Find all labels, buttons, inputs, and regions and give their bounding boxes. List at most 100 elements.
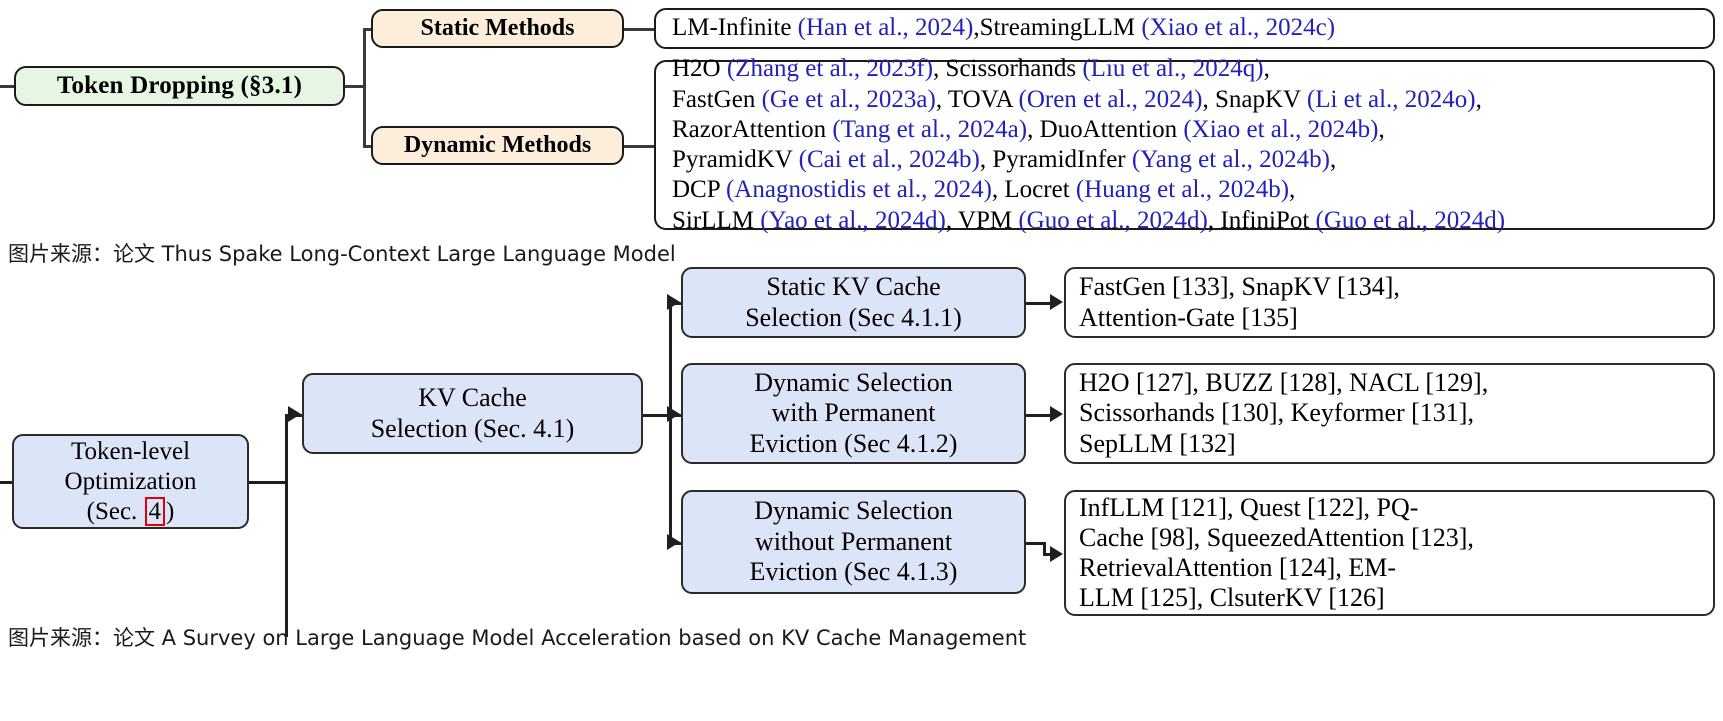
highlighted-section-number: 4 <box>144 496 166 526</box>
arrow-static-kv-refs <box>1050 294 1063 310</box>
method-name: H2O <box>672 55 727 83</box>
reference-box-static-kv-cache-selection: FastGen [133], SnapKV [134],Attention-Ga… <box>1064 267 1715 338</box>
reference-box-dynamic-without-permanent-eviction: InfLLM [121], Quest [122], PQ-Cache [98]… <box>1064 490 1715 616</box>
method-name: , VPM <box>945 206 1019 234</box>
node-root-sec-suffix: ) <box>166 497 175 525</box>
method-name: PyramidKV <box>672 146 799 173</box>
node-static-methods[interactable]: Static Methods <box>371 9 624 48</box>
arrow-to-static-kv <box>667 294 680 310</box>
method-name: , DuoAttention <box>1027 115 1184 143</box>
connector-dynamic-without-to-refs-h1 <box>1026 542 1046 545</box>
connector-dynamic-without-to-refs-v <box>1043 542 1046 556</box>
node-token-dropping-label: Token Dropping (§3.1) <box>56 72 303 99</box>
method-name: , PyramidInfer <box>979 146 1132 173</box>
node-root-line-3: (Sec. 4) <box>86 496 175 527</box>
citation-reference: (Guo et al., 2024d) <box>1018 206 1208 234</box>
citation-reference: (Yao et al., 2024d) <box>760 206 946 234</box>
method-name: SirLLM <box>672 206 761 234</box>
connector-vertical-bus-top <box>363 28 366 148</box>
branch-2-title-line-3: Eviction (Sec 4.1.3) <box>749 557 958 587</box>
method-name: RazorAttention <box>672 115 833 143</box>
dynamic-citation-line-5: DCP (Anagnostidis et al., 2024), Locret … <box>672 175 1295 205</box>
method-name: , <box>1378 115 1385 143</box>
node-static-methods-label: Static Methods <box>420 15 575 41</box>
branch-1-title-line-2: with Permanent <box>771 398 936 428</box>
citation-reference: (Yang et al., 2024b) <box>1131 146 1331 173</box>
connector-root-to-bus-bottom <box>249 481 287 484</box>
citation-reference: (Huang et al., 2024b) <box>1075 176 1290 204</box>
node-token-level-optimization[interactable]: Token-level Optimization (Sec. 4) <box>12 434 249 529</box>
branch-1-title-line-1: Dynamic Selection <box>754 367 953 397</box>
arrow-dynamic-without-refs <box>1050 546 1063 562</box>
arrow-to-dynamic-without <box>667 534 680 550</box>
method-name: ,StreamingLLM <box>973 14 1142 42</box>
method-name: , <box>1289 176 1296 204</box>
citation-reference: (Li et al., 2024o) <box>1306 85 1476 113</box>
method-name: DCP <box>672 176 726 204</box>
branch-1-title-line-3: Eviction (Sec 4.1.2) <box>749 428 958 458</box>
method-name: , Locret <box>991 176 1076 204</box>
method-name: LM-Infinite <box>672 14 798 42</box>
reference-2-line-2: Cache [98], SqueezedAttention [123], <box>1079 522 1474 552</box>
connector-root-left-stub <box>0 85 14 88</box>
method-name: , TOVA <box>935 85 1019 113</box>
reference-1-line-1: H2O [127], BUZZ [128], NACL [129], <box>1079 368 1489 398</box>
citation-reference: (Xiao et al., 2024c) <box>1141 14 1336 42</box>
static-citation-line-1: LM-Infinite (Han et al., 2024),Streaming… <box>672 13 1335 43</box>
reference-0-line-2: Attention-Gate [135] <box>1079 302 1298 332</box>
citation-box-dynamic-methods: H2O (Zhang et al., 2023f), Scissorhands … <box>654 55 1715 234</box>
branch-2-title-line-1: Dynamic Selection <box>754 496 953 526</box>
node-kv-cache-line-2: Selection (Sec. 4.1) <box>370 413 575 443</box>
connector-kvcache-right <box>643 414 671 417</box>
dynamic-citation-line-4: PyramidKV (Cai et al., 2024b), PyramidIn… <box>672 145 1336 175</box>
node-dynamic-methods-label: Dynamic Methods <box>403 132 592 158</box>
method-name: FastGen <box>672 85 762 113</box>
node-token-dropping[interactable]: Token Dropping (§3.1) <box>14 66 345 106</box>
method-name: , <box>1475 85 1482 113</box>
citation-reference: (Tang et al., 2024a) <box>832 115 1028 143</box>
branch-0-title-line-1: Static KV Cache <box>766 272 941 302</box>
reference-2-line-1: InfLLM [121], Quest [122], PQ- <box>1079 492 1419 522</box>
reference-1-line-2: Scissorhands [130], Keyformer [131], <box>1079 398 1474 428</box>
citation-reference: (Liu et al., 2024q) <box>1082 55 1264 83</box>
method-name: , SnapKV <box>1202 85 1307 113</box>
caption-top-diagram: 图片来源：论文 Thus Spake Long-Context Large La… <box>8 242 676 266</box>
connector-bottom-root-left-stub <box>0 481 12 484</box>
arrow-dynamic-permanent-refs <box>1050 406 1063 422</box>
citation-box-static-methods: LM-Infinite (Han et al., 2024),Streaming… <box>654 8 1715 49</box>
connector-dynamic-to-citations <box>624 145 654 148</box>
branch-2-title-line-2: without Permanent <box>754 526 953 556</box>
dynamic-citation-line-1: H2O (Zhang et al., 2023f), Scissorhands … <box>672 54 1270 84</box>
method-name: , <box>1330 146 1337 173</box>
connector-static-kv-to-refs <box>1026 302 1056 305</box>
node-root-sec-prefix: (Sec. <box>86 497 144 525</box>
dynamic-citation-line-3: RazorAttention (Tang et al., 2024a), Duo… <box>672 115 1385 145</box>
branch-0-title-line-2: Selection (Sec 4.1.1) <box>745 302 962 332</box>
connector-branch-bus <box>669 302 672 543</box>
dynamic-citation-line-2: FastGen (Ge et al., 2023a), TOVA (Oren e… <box>672 85 1482 115</box>
connector-dynamic-permanent-to-refs <box>1026 414 1056 417</box>
method-name: , <box>1263 55 1270 83</box>
node-kv-cache-selection[interactable]: KV Cache Selection (Sec. 4.1) <box>302 373 643 454</box>
reference-0-line-1: FastGen [133], SnapKV [134], <box>1079 272 1400 302</box>
connector-root-right <box>345 85 365 88</box>
citation-reference: (Ge et al., 2023a) <box>761 85 936 113</box>
arrow-to-kvcache <box>288 406 301 422</box>
connector-to-dynamic-methods <box>363 145 375 148</box>
method-name: , Scissorhands <box>933 55 1083 83</box>
node-root-line-1: Token-level <box>70 437 191 465</box>
reference-box-dynamic-permanent-eviction: H2O [127], BUZZ [128], NACL [129],Scisso… <box>1064 363 1715 464</box>
citation-reference: (Cai et al., 2024b) <box>798 146 980 173</box>
node-kv-cache-line-1: KV Cache <box>418 383 527 413</box>
reference-2-line-3: RetrievalAttention [124], EM- <box>1079 553 1396 582</box>
reference-2-line-4: LLM [125], ClsuterKV [126] <box>1079 583 1385 613</box>
method-name: , InfiniPot <box>1207 206 1316 234</box>
citation-reference: (Xiao et al., 2024b) <box>1183 115 1379 143</box>
caption-bottom-diagram: 图片来源：论文 A Survey on Large Language Model… <box>8 626 1027 650</box>
node-dynamic-methods[interactable]: Dynamic Methods <box>371 126 624 165</box>
arrow-to-dynamic-permanent <box>667 406 680 422</box>
